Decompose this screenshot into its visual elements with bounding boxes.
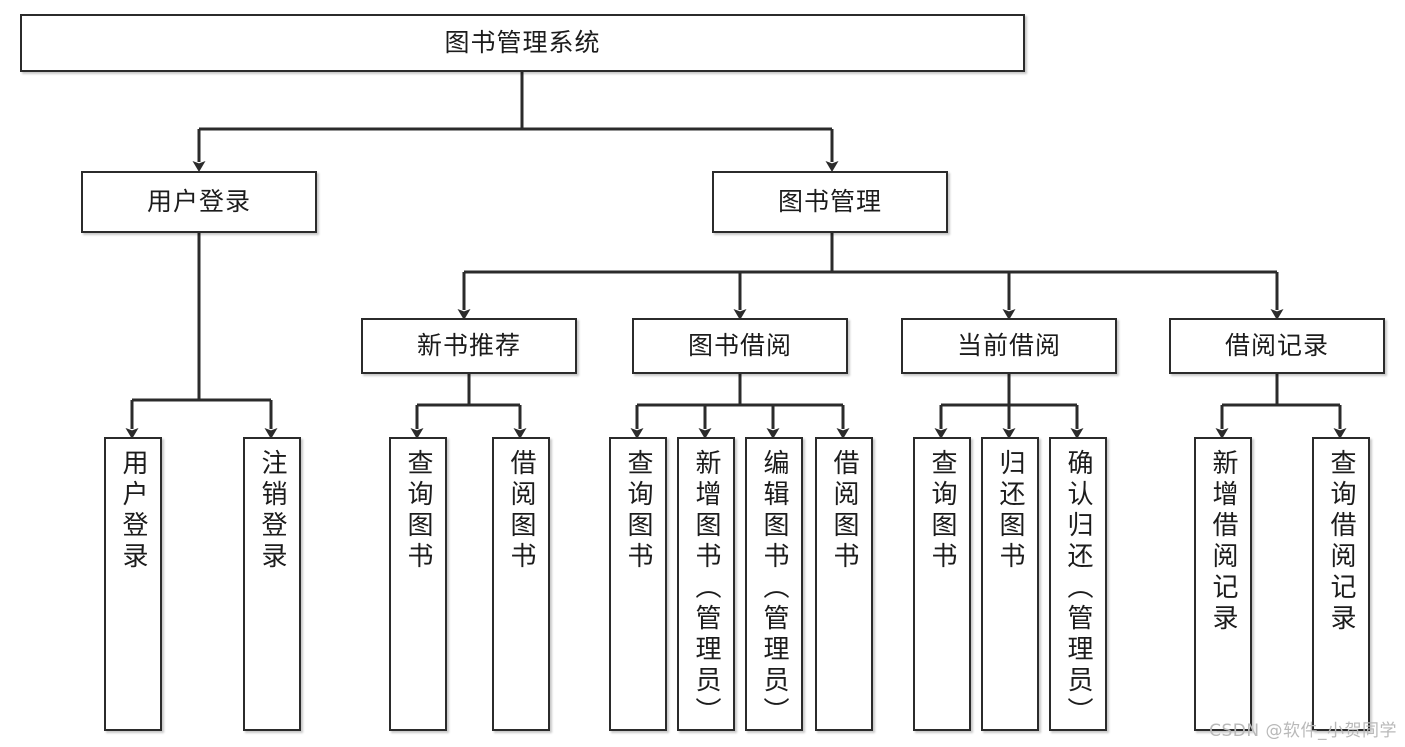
- node-label: 查询图书: [403, 449, 433, 573]
- node-label: 图书借阅: [687, 330, 792, 360]
- node-user-login[interactable]: 用户登录: [81, 171, 317, 233]
- node-label: 查询图书: [623, 449, 653, 573]
- node-label: 用户登录: [118, 449, 148, 573]
- node-current-borrow[interactable]: 当前借阅: [901, 318, 1117, 374]
- node-root-book-management-system[interactable]: 图书管理系统: [20, 14, 1025, 72]
- leaf-user-login[interactable]: 用户登录: [104, 437, 162, 731]
- node-label: 借阅图书: [829, 449, 859, 573]
- leaf-recommend-borrow-book[interactable]: 借阅图书: [492, 437, 550, 731]
- node-label: 查询借阅记录: [1326, 449, 1356, 635]
- node-label: 编辑图书（管理员）: [759, 449, 789, 728]
- node-label: 新增借阅记录: [1208, 449, 1238, 635]
- leaf-borrow-query-book[interactable]: 查询图书: [609, 437, 667, 731]
- node-label: 查询图书: [927, 449, 957, 573]
- leaf-recommend-query-book[interactable]: 查询图书: [389, 437, 447, 731]
- leaf-current-query-book[interactable]: 查询图书: [913, 437, 971, 731]
- node-label: 归还图书: [995, 449, 1025, 573]
- node-label: 借阅图书: [506, 449, 536, 573]
- csdn-watermark: CSDN @软件_小贺同学: [1209, 721, 1397, 741]
- node-book-management[interactable]: 图书管理: [712, 171, 948, 233]
- node-new-book-recommend[interactable]: 新书推荐: [361, 318, 577, 374]
- node-label: 用户登录: [146, 186, 251, 216]
- leaf-logout-login[interactable]: 注销登录: [243, 437, 301, 731]
- leaf-record-add-borrow-record[interactable]: 新增借阅记录: [1194, 437, 1252, 731]
- leaf-borrow-add-book-admin[interactable]: 新增图书（管理员）: [677, 437, 735, 731]
- leaf-borrow-borrow-book[interactable]: 借阅图书: [815, 437, 873, 731]
- leaf-record-query-borrow-record[interactable]: 查询借阅记录: [1312, 437, 1370, 731]
- node-borrow-record[interactable]: 借阅记录: [1169, 318, 1385, 374]
- node-label: 当前借阅: [956, 330, 1061, 360]
- leaf-current-return-book[interactable]: 归还图书: [981, 437, 1039, 731]
- node-book-borrow[interactable]: 图书借阅: [632, 318, 848, 374]
- node-label: 新增图书（管理员）: [691, 449, 721, 728]
- node-label: 新书推荐: [416, 330, 521, 360]
- node-label: 图书管理系统: [444, 27, 601, 57]
- node-label: 借阅记录: [1224, 330, 1329, 360]
- node-label: 图书管理: [777, 186, 882, 216]
- leaf-borrow-edit-book-admin[interactable]: 编辑图书（管理员）: [745, 437, 803, 731]
- node-label: 注销登录: [257, 449, 287, 573]
- leaf-current-confirm-return-admin[interactable]: 确认归还（管理员）: [1049, 437, 1107, 731]
- node-label: 确认归还（管理员）: [1063, 449, 1093, 728]
